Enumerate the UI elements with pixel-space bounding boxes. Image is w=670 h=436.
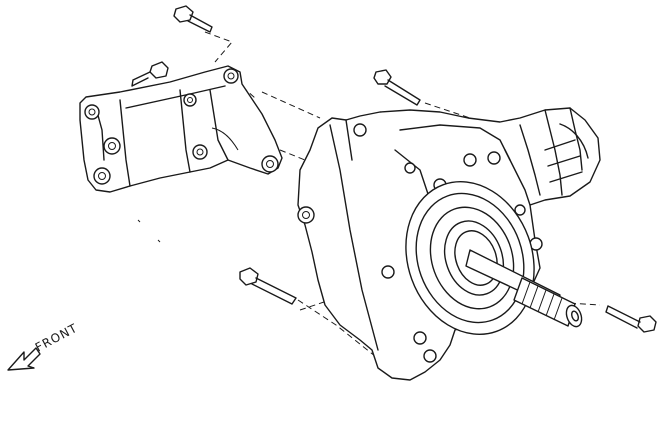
front-label: FRONT bbox=[33, 321, 80, 355]
front-direction-indicator: FRONT bbox=[7, 321, 80, 371]
bracket-bolt-upper bbox=[173, 5, 213, 33]
case-bolt-upper bbox=[373, 69, 421, 106]
output-shaft bbox=[465, 249, 583, 328]
shaft-side-bolt bbox=[605, 305, 657, 333]
case-bolt-lower bbox=[239, 267, 297, 305]
mounting-bracket bbox=[79, 65, 283, 193]
bracket-bolt-lower bbox=[131, 61, 169, 87]
stray-marks bbox=[137, 219, 161, 243]
